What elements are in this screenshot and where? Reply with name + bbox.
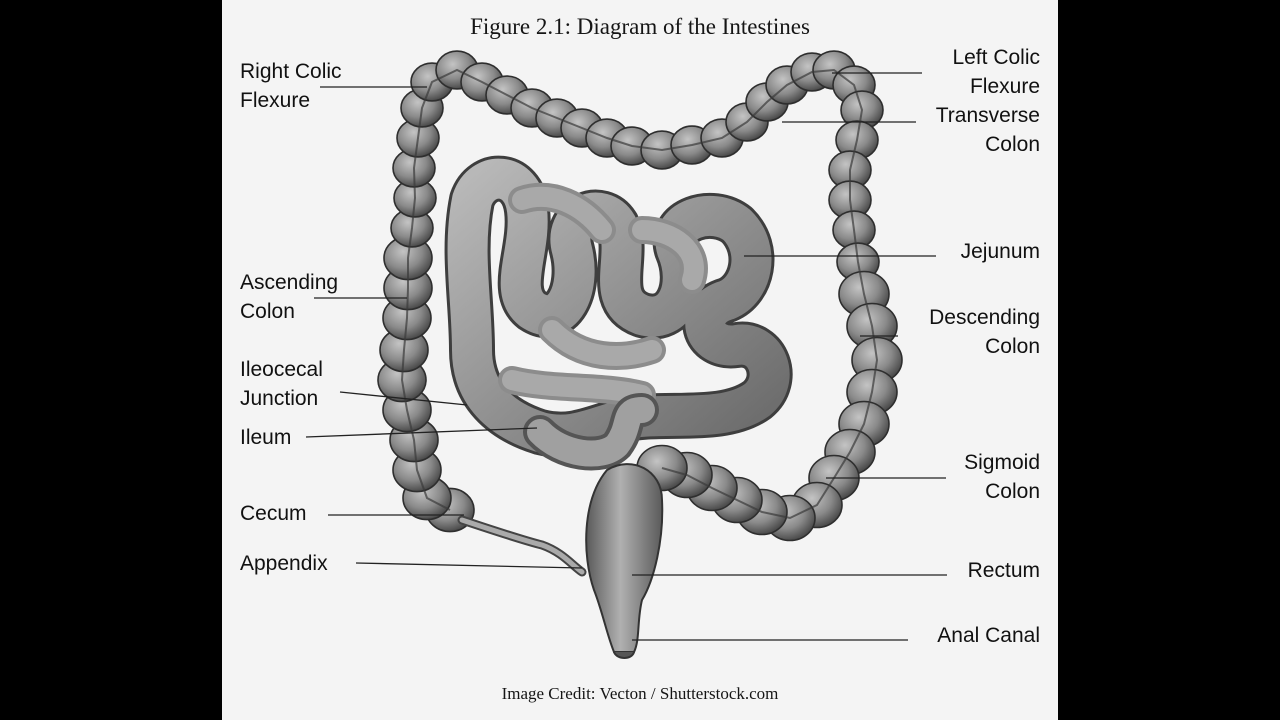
label-cecum: Cecum bbox=[240, 502, 307, 525]
leader-appendix bbox=[355, 562, 583, 569]
taenia-coli-line bbox=[400, 68, 879, 520]
label-left-colic-flexure: Left Colic Flexure bbox=[952, 46, 1040, 98]
intestines-diagram bbox=[305, 50, 947, 659]
label-transverse-colon: Transverse Colon bbox=[935, 104, 1040, 156]
small-intestine bbox=[444, 155, 793, 471]
leader-lines bbox=[305, 72, 947, 641]
label-sigmoid-colon: Sigmoid Colon bbox=[964, 451, 1040, 503]
leader-ileum bbox=[305, 427, 538, 438]
anal-canal-shape bbox=[613, 651, 635, 659]
rectum-shape bbox=[585, 463, 664, 653]
label-ileocecal-junction: Ileocecal Junction bbox=[240, 358, 323, 410]
figure-title: Figure 2.1: Diagram of the Intestines bbox=[470, 14, 810, 39]
book-page: Figure 2.1: Diagram of the Intestines bbox=[222, 0, 1058, 720]
label-ascending-colon: Ascending Colon bbox=[240, 271, 339, 323]
label-rectum: Rectum bbox=[967, 559, 1040, 582]
label-appendix: Appendix bbox=[240, 552, 328, 575]
label-ileum: Ileum bbox=[240, 426, 292, 449]
label-descending-colon: Descending Colon bbox=[929, 306, 1040, 358]
label-jejunum: Jejunum bbox=[960, 240, 1040, 263]
label-anal-canal: Anal Canal bbox=[937, 624, 1040, 647]
label-right-colic-flexure: Right Colic Flexure bbox=[240, 60, 342, 112]
image-credit: Image Credit: Vecton / Shutterstock.com bbox=[501, 684, 779, 703]
leader-ileocecal-junction bbox=[339, 391, 468, 406]
